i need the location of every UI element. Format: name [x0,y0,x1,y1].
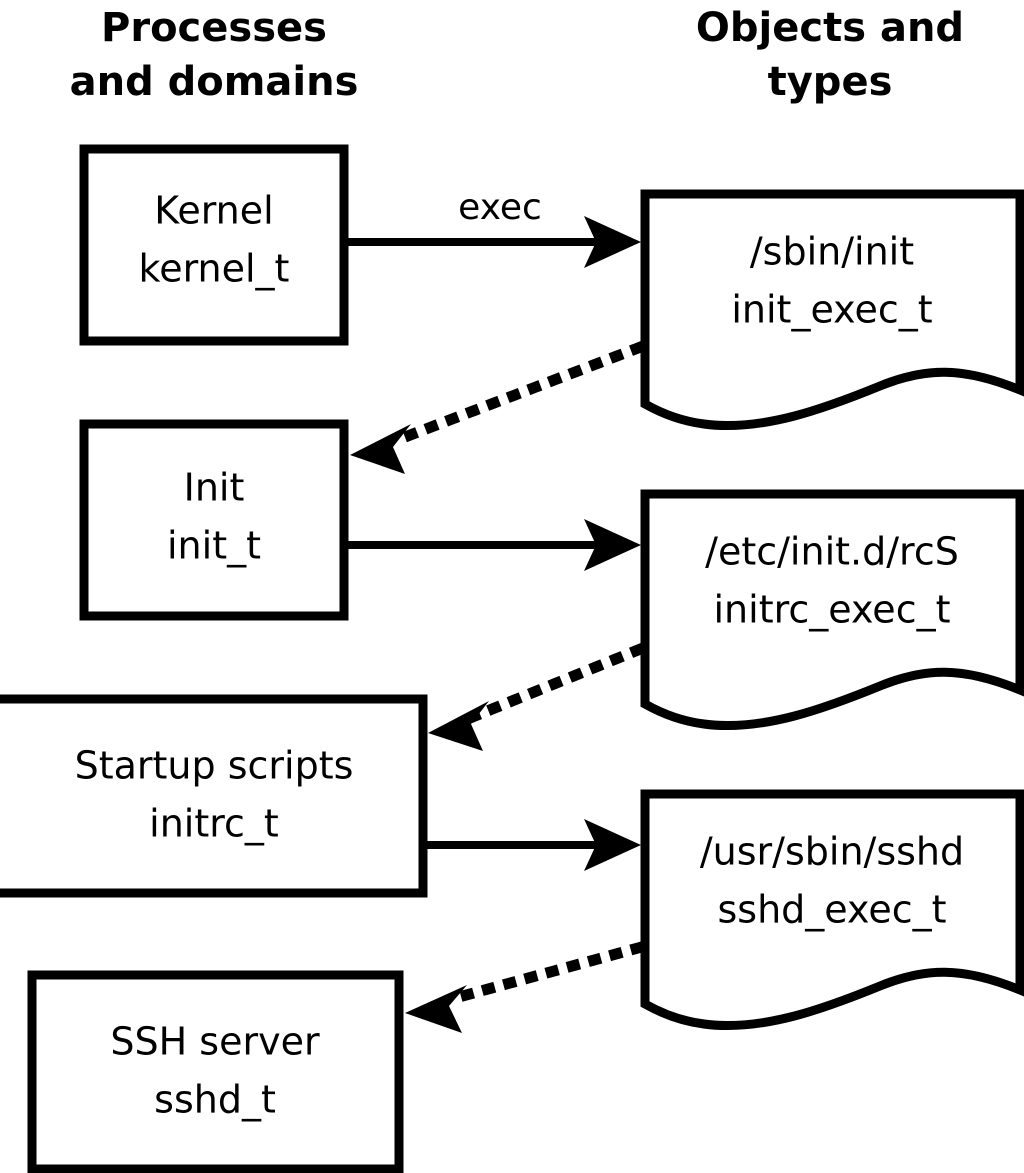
arrow-head-init-exec-init [350,424,411,474]
node-init-type: init_t [167,524,261,568]
node-startup-scripts-name: Startup scripts [75,744,354,788]
column-header-objects-line2: types [768,59,893,105]
node-ssh-server-box[interactable] [27,970,404,1173]
node-kernel-name: Kernel [154,189,273,233]
node-usr-sbin-sshd-type: sshd_exec_t [717,888,946,932]
column-header-processes: Processes and domains [70,5,359,105]
node-kernel[interactable]: Kernel kernel_t [79,144,349,346]
node-etc-initd-rcs-path: /etc/init.d/rcS [705,530,959,574]
node-startup-scripts-box[interactable] [0,694,428,898]
node-usr-sbin-sshd-path: /usr/sbin/sshd [700,830,964,874]
node-startup-scripts-type: initrc_t [149,802,279,846]
column-header-objects: Objects and types [696,5,964,105]
node-kernel-type: kernel_t [139,247,290,291]
edge-line-init-exec-init [384,340,646,450]
node-etc-initd-rcs-document[interactable] [640,489,1024,731]
edge-initrc-exec-sshd-exec [427,819,641,871]
edge-line-sshd-exec-sshd [441,941,645,1007]
column-header-processes-line2: and domains [70,59,359,105]
node-init-box[interactable] [79,419,349,621]
edge-kernel-exec-init-exec: exec [348,187,641,268]
node-ssh-server-name: SSH server [110,1020,320,1064]
node-ssh-server[interactable]: SSH server sshd_t [27,970,404,1173]
edge-sshd-exec-transition-sshd [405,941,645,1033]
node-init[interactable]: Init init_t [79,419,349,621]
node-ssh-server-type: sshd_t [154,1078,276,1122]
arrow-head-initrc-exec-initrc [428,701,489,751]
edge-initrc-exec-transition-initrc [428,642,646,751]
node-init-name: Init [184,466,245,510]
arrow-head-init-initrc-exec [584,519,641,571]
node-sbin-init[interactable]: /sbin/init init_exec_t [640,189,1024,431]
edge-line-initrc-exec-initrc [462,642,646,726]
arrow-head-sshd-exec-sshd [405,985,467,1033]
column-header-objects-line1: Objects and [696,5,964,51]
node-usr-sbin-sshd[interactable]: /usr/sbin/sshd sshd_exec_t [640,789,1024,1031]
edge-init-exec-initrc-exec [348,519,641,571]
node-kernel-box[interactable] [79,144,349,346]
arrow-head-kernel-init-exec [584,216,641,268]
node-etc-initd-rcs[interactable]: /etc/init.d/rcS initrc_exec_t [640,489,1024,731]
edge-label-exec: exec [458,187,542,228]
arrow-head-initrc-sshd-exec [584,819,641,871]
node-etc-initd-rcs-type: initrc_exec_t [714,588,951,632]
node-usr-sbin-sshd-document[interactable] [640,789,1024,1031]
column-header-processes-line1: Processes [101,5,327,51]
node-sbin-init-document[interactable] [640,189,1024,431]
node-sbin-init-type: init_exec_t [731,288,932,332]
edge-init-exec-transition-init [350,340,646,474]
node-sbin-init-path: /sbin/init [750,230,914,274]
node-startup-scripts[interactable]: Startup scripts initrc_t [0,694,428,898]
